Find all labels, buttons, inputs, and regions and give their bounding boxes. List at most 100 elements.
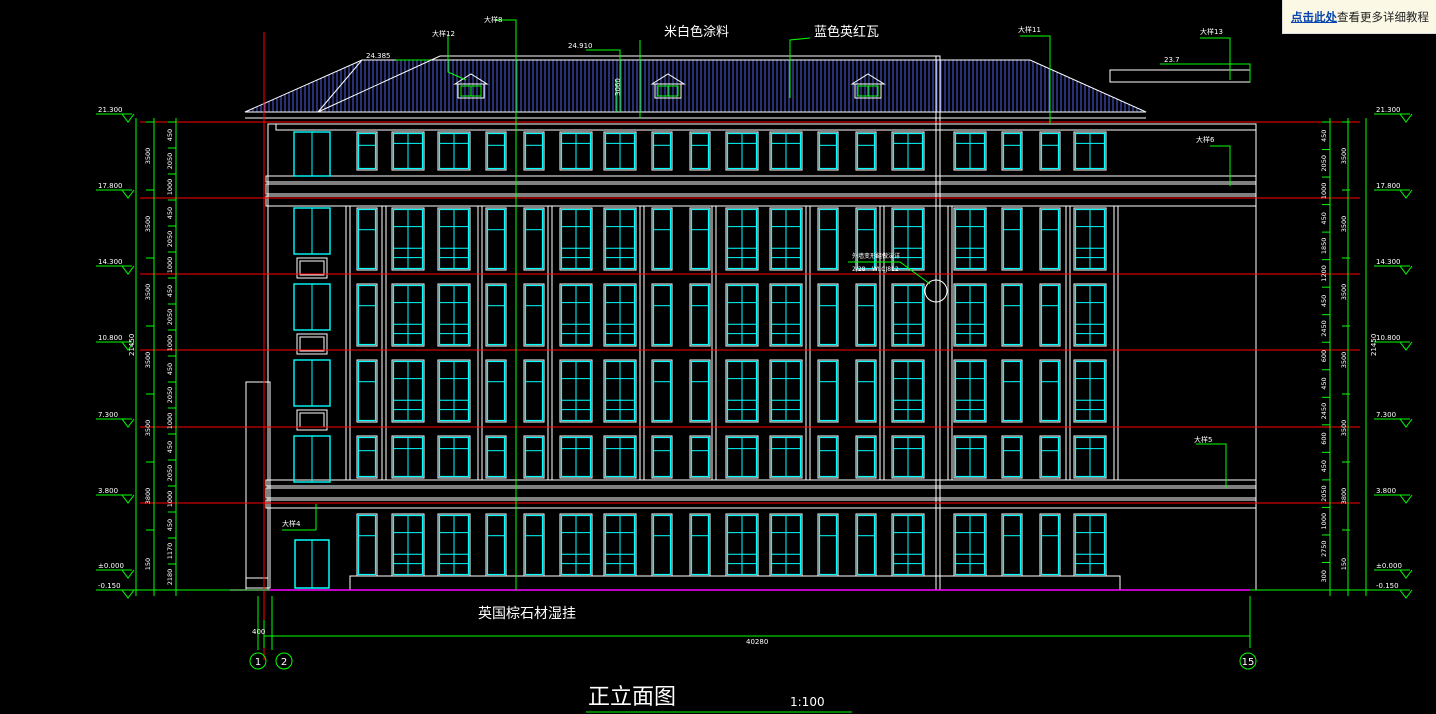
- dim-inner-left: 450: [166, 363, 174, 375]
- dim-inner-left: 450: [166, 441, 174, 453]
- window: [356, 513, 378, 577]
- window: [1039, 283, 1061, 347]
- elevation-marker-right: 3.800: [1374, 487, 1413, 504]
- elevation-marker-right-label: 7.300: [1376, 411, 1396, 419]
- entrance-door: [294, 539, 330, 589]
- dim-inner-right: 600: [1320, 432, 1328, 444]
- facade: [245, 56, 1257, 591]
- window: [1073, 513, 1107, 577]
- axis-label-1: 1: [255, 657, 261, 668]
- window: [855, 207, 877, 271]
- dim-inner-left: 1000: [166, 257, 174, 274]
- elevation-marker-right: 10.800: [1374, 334, 1413, 351]
- roof: [244, 55, 1251, 119]
- dim-outer-right: 3500: [1340, 148, 1348, 165]
- big-sample-5: 大样5: [1194, 435, 1212, 444]
- elevation-marker-left: 7.300: [96, 411, 135, 428]
- window: [689, 513, 711, 577]
- elevation-marker-left-label: ±0.000: [98, 562, 124, 570]
- window: [1073, 359, 1107, 423]
- detail-note-3: WLCJ812: [872, 266, 899, 273]
- dimension-text-left: 3500350035003500350038001504502050100045…: [144, 121, 176, 585]
- window: [769, 283, 803, 347]
- elevation-marker-right: 7.300: [1374, 411, 1413, 428]
- dim-outer-left: 3500: [144, 420, 152, 437]
- dim-outer-right: 3500: [1340, 352, 1348, 369]
- window: [603, 359, 637, 423]
- window: [559, 513, 593, 577]
- total-width: 40280: [746, 638, 768, 646]
- dim-inner-right: 1000: [1320, 513, 1328, 530]
- window: [1001, 359, 1023, 423]
- window: [725, 359, 759, 423]
- dim-inner-left: 1000: [166, 335, 174, 352]
- dormer-window-3: [850, 73, 886, 99]
- detail-callout-circle: [924, 279, 948, 303]
- dim-inner-right: 450: [1320, 295, 1328, 307]
- window: [891, 435, 925, 479]
- window: [689, 435, 711, 479]
- window: [523, 359, 545, 423]
- dim-inner-right: 1850: [1320, 238, 1328, 255]
- window: [953, 359, 987, 423]
- window: [485, 359, 507, 423]
- dim-inner-left: 1000: [166, 413, 174, 430]
- dim-outer-right: 3800: [1340, 488, 1348, 505]
- window: [855, 359, 877, 423]
- window: [523, 131, 545, 171]
- elevation-marker-left-label: 17.800: [98, 182, 123, 190]
- window: [855, 131, 877, 171]
- window: [1001, 435, 1023, 479]
- window: [1073, 131, 1107, 171]
- window: [356, 207, 378, 271]
- window: [603, 131, 637, 171]
- dim-outer-right: 3500: [1340, 216, 1348, 233]
- window: [391, 435, 425, 479]
- elevation-marker-left: 17.800: [96, 182, 135, 199]
- window: [485, 207, 507, 271]
- window: [769, 359, 803, 423]
- dim-inner-right: 2450: [1320, 403, 1328, 420]
- dim-inner-left: 2050: [166, 153, 174, 170]
- roof-elevation-left: 24.385: [366, 52, 391, 60]
- window: [523, 513, 545, 577]
- window: [855, 283, 877, 347]
- dimension-text-right: 4502050100045018501200450245060045024506…: [1320, 121, 1350, 582]
- dim-outer-right: 3500: [1340, 284, 1348, 301]
- drawing-title: 正立面图: [588, 685, 676, 710]
- window: [559, 435, 593, 479]
- window: [651, 435, 673, 479]
- window: [817, 435, 839, 479]
- window: [437, 359, 471, 423]
- window: [356, 435, 378, 479]
- dim-inner-right: 2750: [1320, 540, 1328, 557]
- dim-inner-left: 450: [166, 207, 174, 219]
- window: [1001, 513, 1023, 577]
- tutorial-text: 查看更多详细教程: [1337, 10, 1429, 24]
- dim-outer-left: 3800: [144, 488, 152, 505]
- dim-inner-left: 2050: [166, 231, 174, 248]
- window: [1039, 359, 1061, 423]
- window: [725, 435, 759, 479]
- roof-elevation-mid: 24.910: [568, 42, 593, 50]
- window: [1039, 435, 1061, 479]
- window: [437, 131, 471, 171]
- window: [1073, 435, 1107, 479]
- window: [559, 283, 593, 347]
- window: [1073, 283, 1107, 347]
- dim-outer-left: 3500: [144, 148, 152, 165]
- elevation-marker-right-label: 17.800: [1376, 182, 1401, 190]
- elevation-marker-right: -0.150: [1374, 582, 1413, 599]
- window: [356, 283, 378, 347]
- window: [855, 435, 877, 479]
- elevation-marker-left-label: 10.800: [98, 334, 123, 342]
- window: [485, 435, 507, 479]
- window: [1001, 207, 1023, 271]
- window: [725, 207, 759, 271]
- window: [769, 207, 803, 271]
- tutorial-link[interactable]: 点击此处: [1291, 10, 1337, 24]
- window: [651, 359, 673, 423]
- window: [855, 513, 877, 577]
- elevation-markers-right: 21.30017.80014.30010.8007.3003.800±0.000…: [1374, 106, 1413, 599]
- window: [603, 283, 637, 347]
